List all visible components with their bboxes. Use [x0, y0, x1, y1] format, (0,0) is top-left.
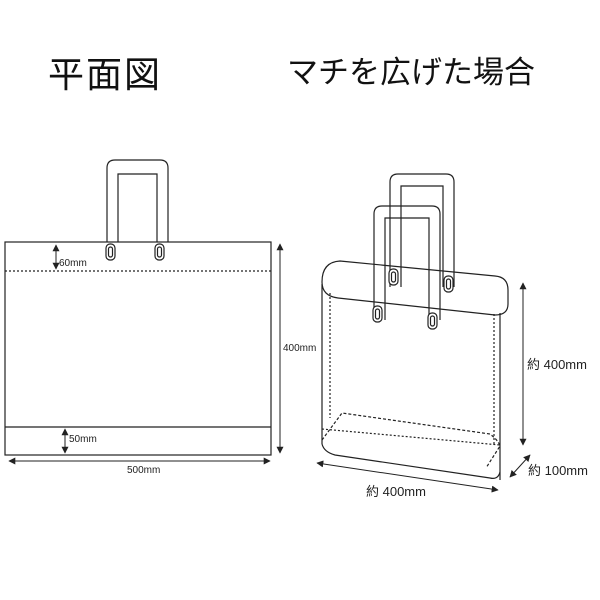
bag-bottom	[321, 443, 501, 479]
plan-view-title: 平面図	[48, 55, 163, 96]
plan-dimensions	[8, 243, 284, 465]
label-exp-height: 約 400mm	[527, 357, 587, 372]
plan-bag-body	[4, 241, 272, 456]
back-handle	[389, 173, 455, 287]
plan-handle	[106, 159, 169, 252]
plan-view	[4, 159, 272, 456]
dim-arrow-exp-width	[316, 460, 499, 493]
expanded-view-title: マチを広げた場合	[287, 55, 535, 91]
expanded-view	[321, 173, 509, 480]
label-exp-width: 約 400mm	[366, 484, 426, 499]
front-handle	[373, 205, 441, 320]
label-gusset: 約 100mm	[528, 463, 588, 478]
label-height: 400mm	[283, 343, 316, 354]
label-width: 500mm	[127, 465, 160, 476]
label-handle-depth: 60mm	[59, 258, 87, 269]
label-bottom-band: 50mm	[69, 434, 97, 445]
dim-arrow-gusset	[509, 454, 531, 478]
bag-top-rim	[321, 260, 509, 316]
expanded-dimensions	[316, 282, 531, 493]
